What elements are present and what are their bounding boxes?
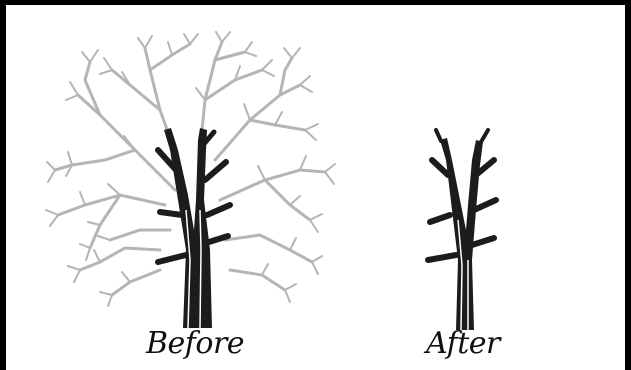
caption-before: Before bbox=[146, 329, 244, 359]
pruned-tree-icon bbox=[428, 130, 496, 330]
full-crown-tree-icon bbox=[46, 32, 335, 328]
caption-after: After bbox=[426, 329, 500, 359]
retained-wood bbox=[158, 128, 230, 328]
